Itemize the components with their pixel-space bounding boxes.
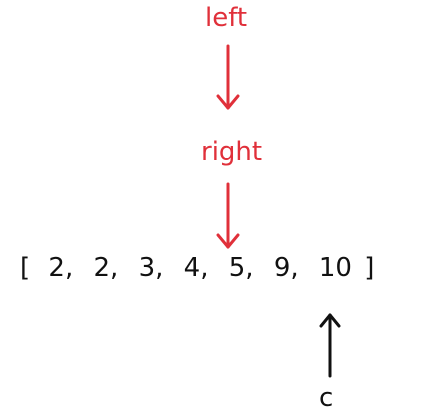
left-down-arrow-icon [216, 44, 240, 110]
array-separator: , [245, 253, 254, 283]
array-element-5: 9 [273, 253, 291, 283]
array-open-bracket: [ [20, 253, 31, 283]
array-separator: , [290, 253, 299, 283]
right-pointer-label: right [201, 137, 263, 167]
array-element-4: 5 [228, 253, 246, 283]
array-close-bracket: ] [364, 253, 375, 283]
number-array: [ 2, 2, 3, 4, 5, 9, 10 ] [20, 255, 374, 281]
array-separator: , [155, 253, 164, 283]
array-element-6: 10 [318, 253, 352, 283]
array-element-0: 2 [48, 253, 65, 283]
array-element-3: 4 [183, 253, 201, 283]
array-separator: , [200, 253, 209, 283]
c-pointer-label: c [319, 383, 334, 413]
right-down-arrow-icon [216, 182, 240, 249]
array-separator: , [64, 253, 74, 283]
c-up-arrow-icon [319, 313, 341, 378]
array-element-2: 3 [138, 253, 156, 283]
array-element-1: 2 [93, 253, 111, 283]
array-separator: , [110, 253, 119, 283]
left-pointer-label: left [205, 3, 248, 33]
